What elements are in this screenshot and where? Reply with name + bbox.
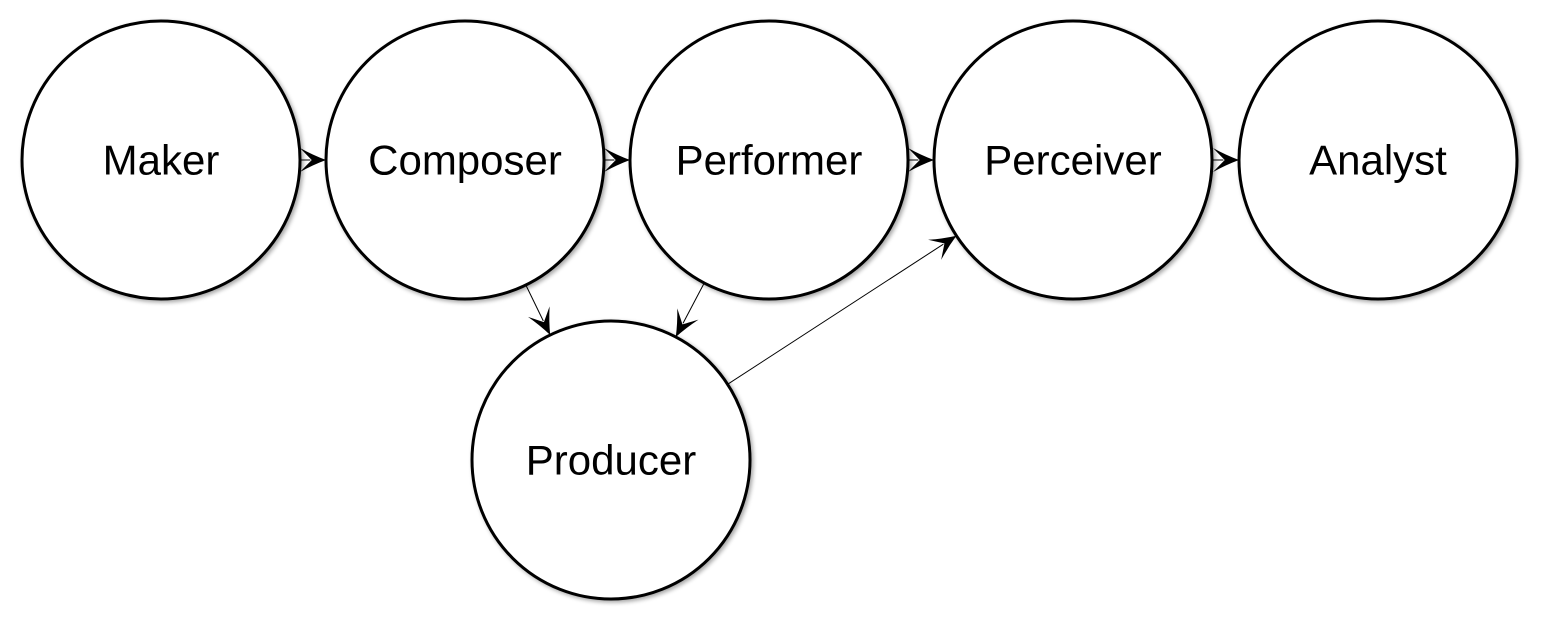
arrow-composer-performer (604, 148, 630, 172)
edges (300, 148, 1239, 385)
edge-performer-producer (682, 282, 705, 324)
node-analyst[interactable]: Analyst (1237, 19, 1519, 301)
arrow-maker-composer (300, 148, 326, 172)
node-producer-label: Producer (526, 437, 696, 484)
node-analyst-circle (1237, 19, 1519, 301)
node-composer[interactable]: Composer (324, 19, 606, 301)
arrow-producer-perceiver (928, 235, 957, 260)
node-maker-label: Maker (103, 137, 220, 184)
node-performer-circle (628, 19, 910, 301)
edge-composer-producer (525, 284, 544, 322)
arrow-performer-producer (675, 308, 699, 338)
arrow-composer-producer (528, 306, 551, 336)
node-performer[interactable]: Performer (628, 19, 910, 301)
node-producer[interactable]: Producer (470, 319, 752, 601)
edge-producer-perceiver (727, 243, 944, 385)
node-analyst-label: Analyst (1309, 137, 1447, 184)
node-maker-circle (20, 19, 302, 301)
node-composer-circle (324, 19, 606, 301)
node-maker[interactable]: Maker (20, 19, 302, 301)
node-composer-label: Composer (368, 137, 562, 184)
node-producer-circle (470, 319, 752, 601)
node-perceiver[interactable]: Perceiver (932, 19, 1214, 301)
arrow-performer-perceiver (908, 148, 934, 172)
arrow-perceiver-analyst (1213, 148, 1239, 172)
node-perceiver-label: Perceiver (984, 137, 1161, 184)
node-performer-label: Performer (676, 137, 863, 184)
node-perceiver-circle (932, 19, 1214, 301)
